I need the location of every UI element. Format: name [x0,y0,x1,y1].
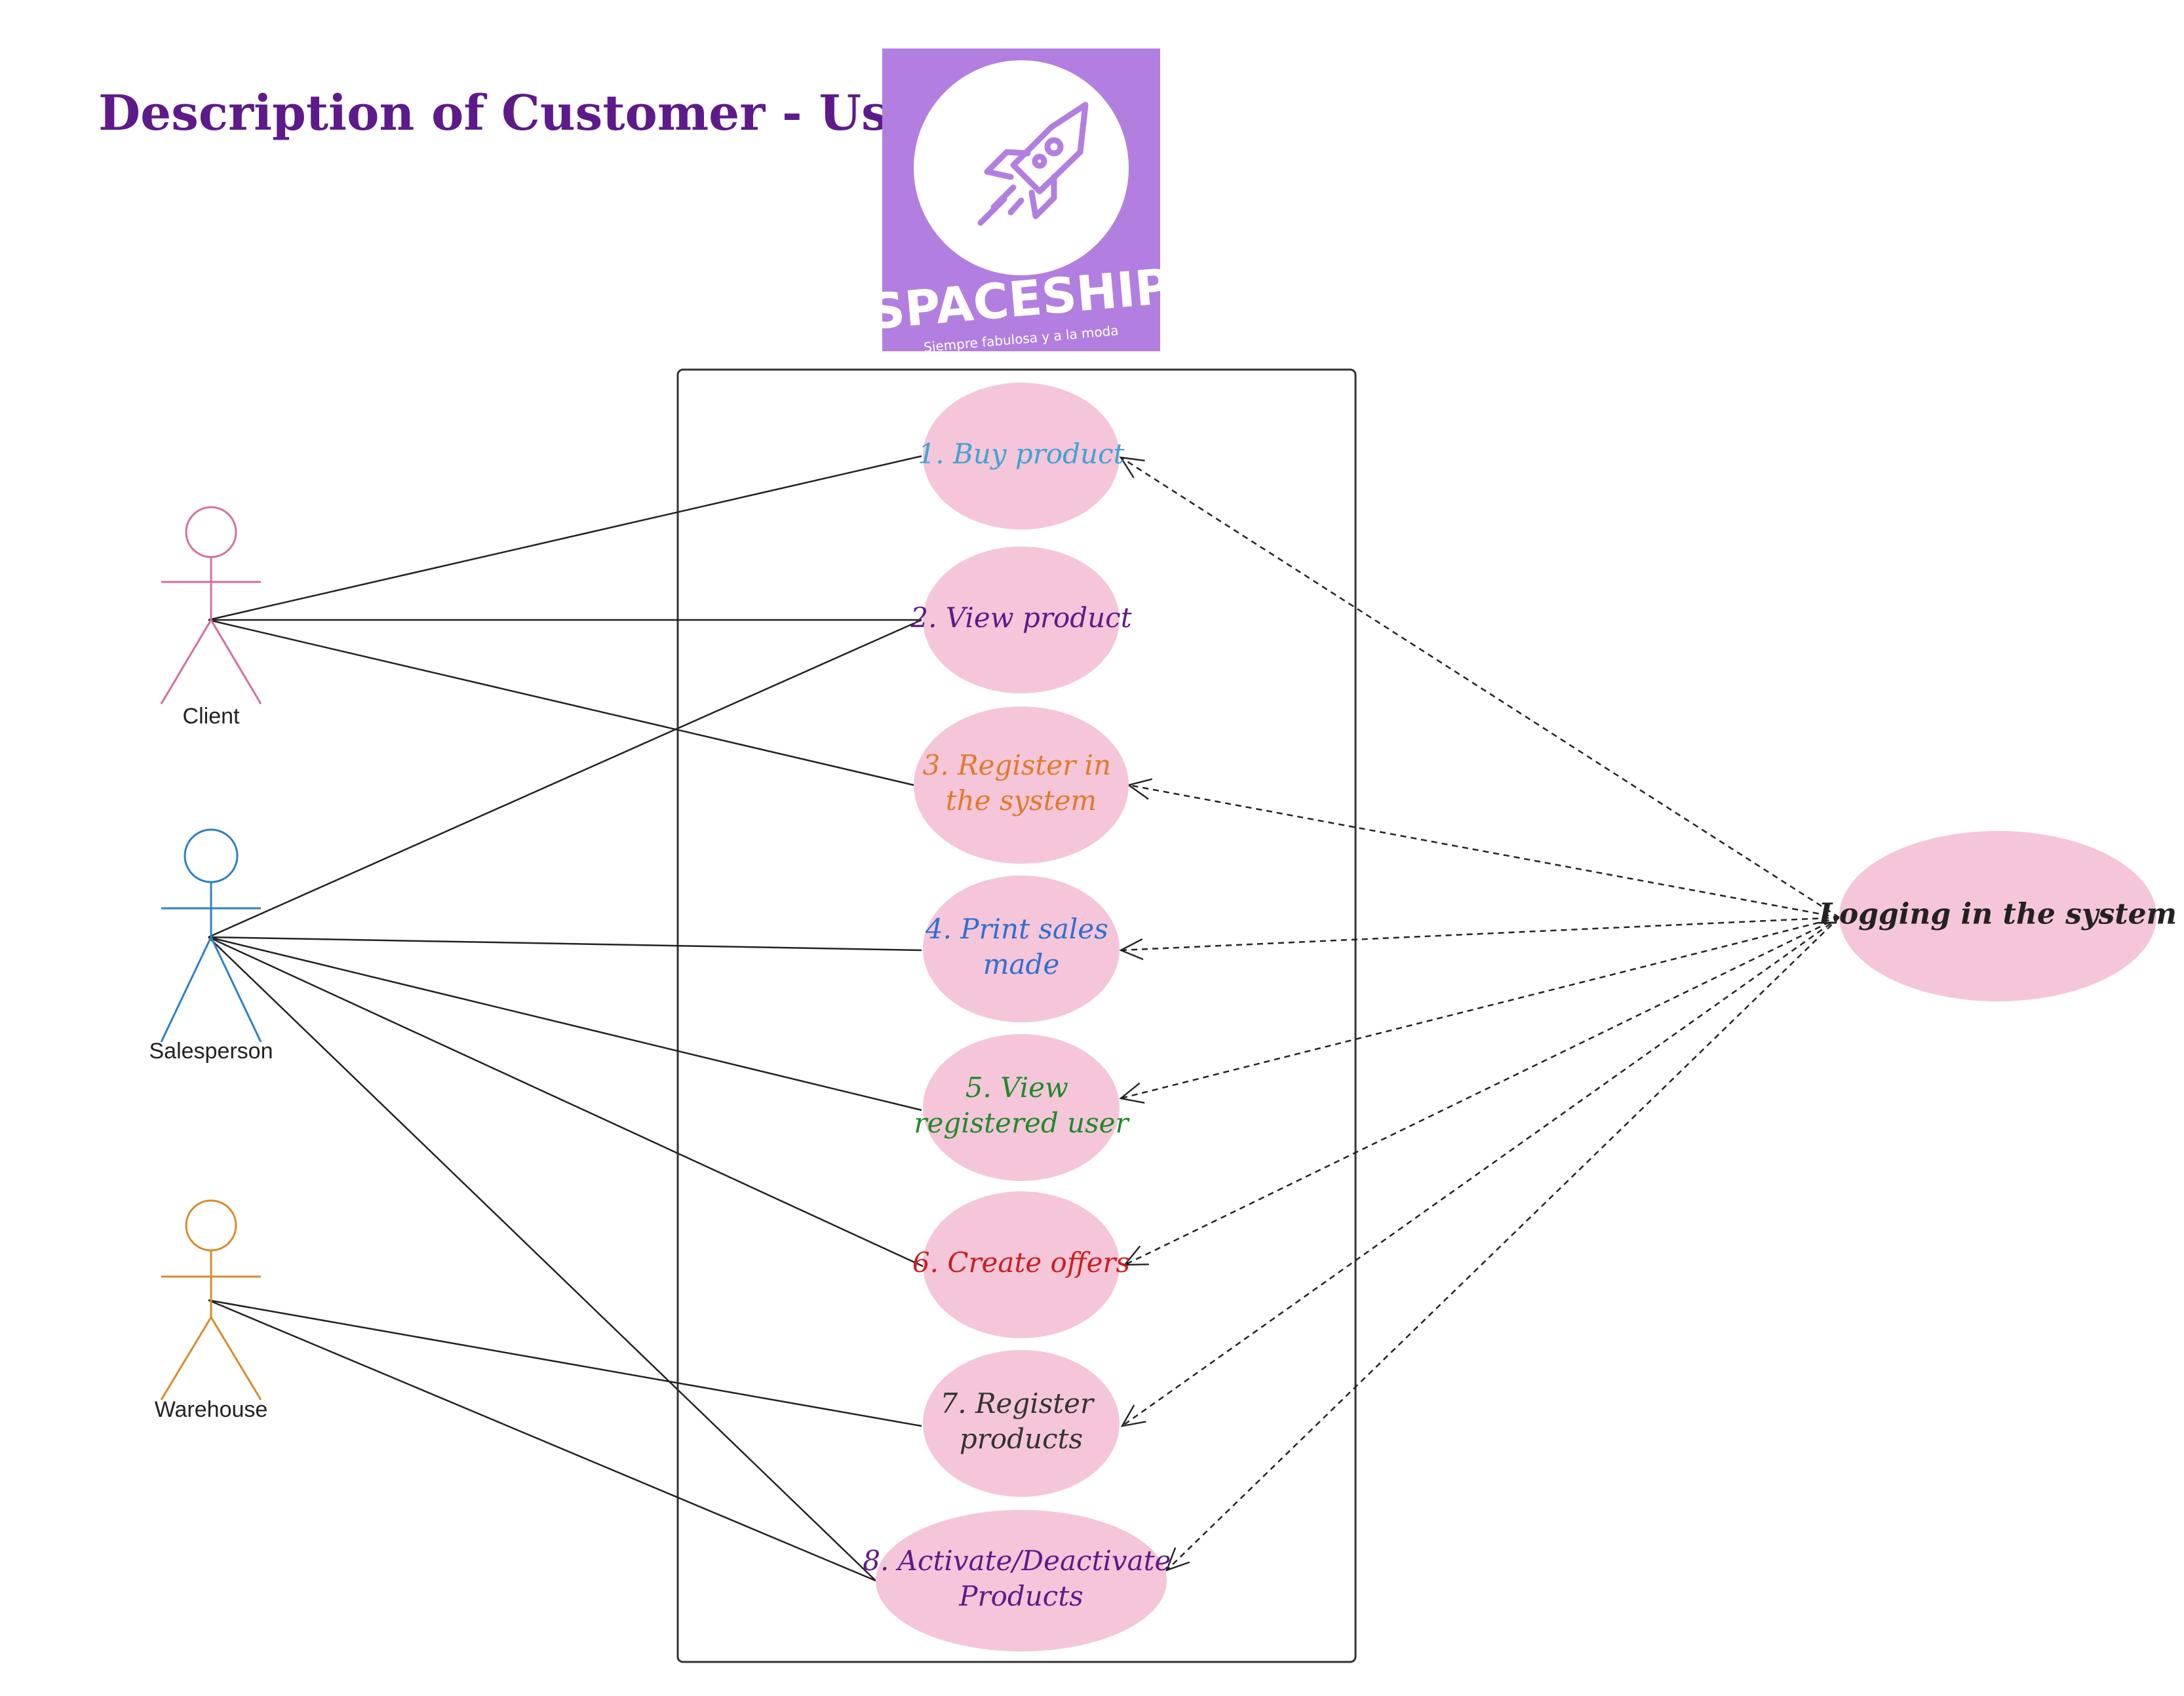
actor-warehouse-label: Warehouse [155,1397,268,1422]
use-case-buy-product[interactable]: 1. Buy product [918,383,1125,530]
association-salesperson-uc8 [208,936,876,1581]
use-case-print-sales-made[interactable]: 4. Print sales made [923,876,1120,1022]
use-case-register-in-system[interactable]: 3. Register in the system [914,706,1129,864]
association-client-uc3 [208,619,914,786]
dependency-login-uc1 [1121,457,1840,919]
use-case-label: 7. Register products [941,1387,1102,1455]
dependency-login-uc5 [1121,916,1840,1098]
actor-warehouse-figure [160,1199,262,1400]
actor-salesperson-figure [160,828,262,1043]
use-case-activate-deactivate-products[interactable]: 8. Activate/Deactivate Products [863,1510,1180,1651]
actor-left-leg [160,1317,212,1400]
spaceship-logo: SPACESHIP Siempre fabulosa y a la moda [868,48,1173,355]
dependency-login-uc6 [1125,916,1840,1265]
association-warehouse-uc7 [208,1299,922,1427]
actor-right-leg [210,619,262,704]
actor-right-leg [210,936,262,1043]
association-lines [208,455,926,1582]
actor-client-figure [160,506,262,704]
use-case-label: 6. Create offers [912,1246,1130,1279]
use-case-create-offers[interactable]: 6. Create offers [912,1191,1130,1338]
actor-head [184,828,239,883]
association-client-uc1 [208,455,922,621]
use-case-logging-in-system[interactable]: Logging in the system [1818,831,2177,1001]
actor-warehouse: Warehouse [155,1199,268,1422]
system-boundary [676,368,1357,1663]
use-case-label: 5. View registered user [914,1071,1130,1139]
use-case-label: 3. Register in the system [923,749,1120,817]
use-case-label: Logging in the system [1818,898,2177,931]
actor-salesperson: Salesperson [149,828,273,1064]
dependency-login-uc3 [1129,785,1840,919]
use-case-view-registered-user[interactable]: 5. View registered user [914,1034,1131,1181]
actor-left-leg [160,619,212,704]
actor-right-leg [210,1317,262,1400]
dependency-login-uc4 [1121,916,1840,950]
association-salesperson-uc5 [208,936,922,1111]
use-case-register-products[interactable]: 7. Register products [923,1350,1120,1497]
association-warehouse-uc8 [208,1299,876,1582]
association-salesperson-uc6 [208,936,926,1269]
use-case-view-product[interactable]: 2. View product [910,547,1132,693]
dependency-login-uc8 [1167,917,1840,1570]
dependency-lines [1121,457,1840,1570]
association-salesperson-uc4 [208,936,922,952]
use-case-label: 1. Buy product [918,438,1125,470]
actor-head [185,1199,237,1252]
rocket-logo-icon: SPACESHIP Siempre fabulosa y a la moda [868,60,1173,355]
actor-head [185,506,237,558]
association-salesperson-uc2 [208,619,922,938]
use-case-label: 8. Activate/Deactivate Products [863,1545,1180,1612]
actor-client-label: Client [183,704,240,729]
dependency-login-uc7 [1122,916,1840,1426]
use-case-label: 4. Print sales made [925,913,1117,980]
page-title: Description of Customer - User [98,85,945,142]
actor-client: Client [160,506,262,729]
actor-salesperson-label: Salesperson [149,1039,273,1064]
use-case-label: 2. View product [910,602,1131,634]
actor-left-leg [160,936,212,1043]
